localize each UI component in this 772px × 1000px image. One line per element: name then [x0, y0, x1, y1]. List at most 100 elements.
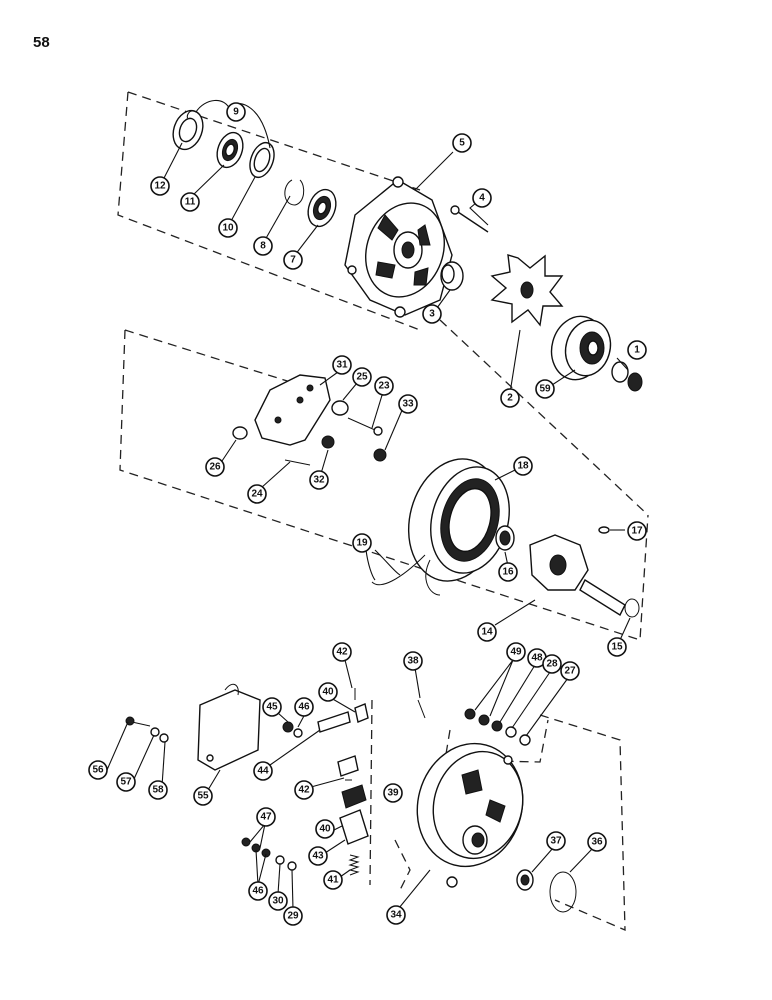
callout-56: 56 [88, 760, 108, 780]
fan-part [490, 254, 564, 327]
spacer-part [440, 261, 464, 291]
screw-part-23 [347, 417, 383, 436]
svg-text:32: 32 [313, 475, 325, 486]
svg-text:1: 1 [634, 345, 640, 356]
screw-part-38 [417, 699, 426, 719]
svg-text:49: 49 [510, 647, 522, 658]
callout-24: 24 [247, 484, 267, 504]
svg-text:36: 36 [591, 837, 603, 848]
o-ring-part [549, 871, 577, 913]
snap-ring-part [284, 179, 305, 206]
front-housing-part [344, 176, 453, 318]
pulley-part [550, 315, 612, 381]
callout-46-lower: 46 [248, 881, 268, 901]
svg-text:30: 30 [272, 896, 284, 907]
svg-text:28: 28 [546, 659, 558, 670]
stator-part [407, 458, 510, 582]
callout-16: 16 [498, 562, 518, 582]
callout-9: 9 [226, 102, 246, 122]
svg-text:47: 47 [260, 812, 272, 823]
callout-26: 26 [205, 457, 225, 477]
connector-strap-part [317, 711, 351, 733]
callout-44: 44 [253, 761, 273, 781]
svg-text:39: 39 [387, 788, 399, 799]
svg-text:5: 5 [459, 138, 465, 149]
screw-part-24 [284, 459, 311, 466]
callout-42-lower: 42 [294, 780, 314, 800]
svg-text:26: 26 [209, 462, 221, 473]
callout-45: 45 [262, 697, 282, 717]
svg-text:41: 41 [327, 875, 339, 886]
nut-part-32 [321, 435, 335, 449]
callout-3: 3 [422, 304, 442, 324]
callout-31: 31 [332, 355, 352, 375]
svg-text:10: 10 [222, 223, 234, 234]
regulator-part [197, 683, 261, 771]
callout-43: 43 [308, 846, 328, 866]
rear-housing-part [416, 742, 524, 888]
svg-text:44: 44 [257, 766, 269, 777]
callout-4: 4 [472, 188, 492, 208]
svg-text:33: 33 [402, 399, 414, 410]
svg-text:27: 27 [564, 666, 576, 677]
svg-text:29: 29 [287, 911, 299, 922]
bushing-part [331, 400, 349, 416]
callout-14: 14 [477, 622, 497, 642]
svg-text:2: 2 [507, 393, 513, 404]
svg-text:8: 8 [260, 241, 266, 252]
front-bearing-part [307, 188, 337, 228]
svg-text:42: 42 [298, 785, 310, 796]
spring-part [348, 854, 360, 876]
svg-text:43: 43 [312, 851, 324, 862]
callout-49: 49 [506, 642, 526, 662]
key-part [598, 526, 610, 534]
callout-2: 2 [500, 388, 520, 408]
callout-15: 15 [607, 637, 627, 657]
callout-8: 8 [253, 236, 273, 256]
svg-text:4: 4 [479, 193, 485, 204]
callout-7: 7 [283, 250, 303, 270]
svg-text:15: 15 [611, 642, 623, 653]
retainer-part [249, 141, 275, 179]
svg-text:42: 42 [336, 647, 348, 658]
callout-38: 38 [403, 651, 423, 671]
callout-12: 12 [150, 176, 170, 196]
callout-39: 39 [383, 783, 403, 803]
callout-58: 58 [148, 780, 168, 800]
brush-lower-part [339, 809, 369, 845]
callout-40-lower: 40 [315, 819, 335, 839]
svg-text:19: 19 [356, 538, 368, 549]
callout-18: 18 [513, 456, 533, 476]
svg-text:12: 12 [154, 181, 166, 192]
bearing-part [216, 131, 244, 169]
callout-29: 29 [283, 906, 303, 926]
callout-5: 5 [452, 133, 472, 153]
svg-text:40: 40 [322, 687, 334, 698]
svg-text:3: 3 [429, 309, 435, 320]
svg-text:14: 14 [481, 627, 493, 638]
callout-36: 36 [587, 832, 607, 852]
callout-40-upper: 40 [318, 682, 338, 702]
svg-text:25: 25 [356, 372, 368, 383]
group-outline-front-housing [117, 91, 421, 331]
svg-text:11: 11 [185, 197, 196, 208]
terminal-washer-part [464, 708, 531, 746]
callout-27: 27 [560, 661, 580, 681]
rotor-part [529, 534, 626, 617]
page-number: 58 [33, 34, 50, 51]
callout-42-upper: 42 [332, 642, 352, 662]
callout-41: 41 [323, 870, 343, 890]
svg-text:59: 59 [539, 384, 551, 395]
pulley-nut-part [611, 361, 643, 392]
svg-text:18: 18 [517, 461, 529, 472]
callout-37: 37 [546, 831, 566, 851]
svg-text:57: 57 [120, 777, 132, 788]
callout-32: 32 [309, 470, 329, 490]
svg-text:45: 45 [266, 702, 278, 713]
insulator-part [232, 426, 248, 440]
callout-47: 47 [256, 807, 276, 827]
svg-text:38: 38 [407, 656, 419, 667]
callout-17: 17 [627, 521, 647, 541]
retaining-ring-part [624, 598, 640, 618]
